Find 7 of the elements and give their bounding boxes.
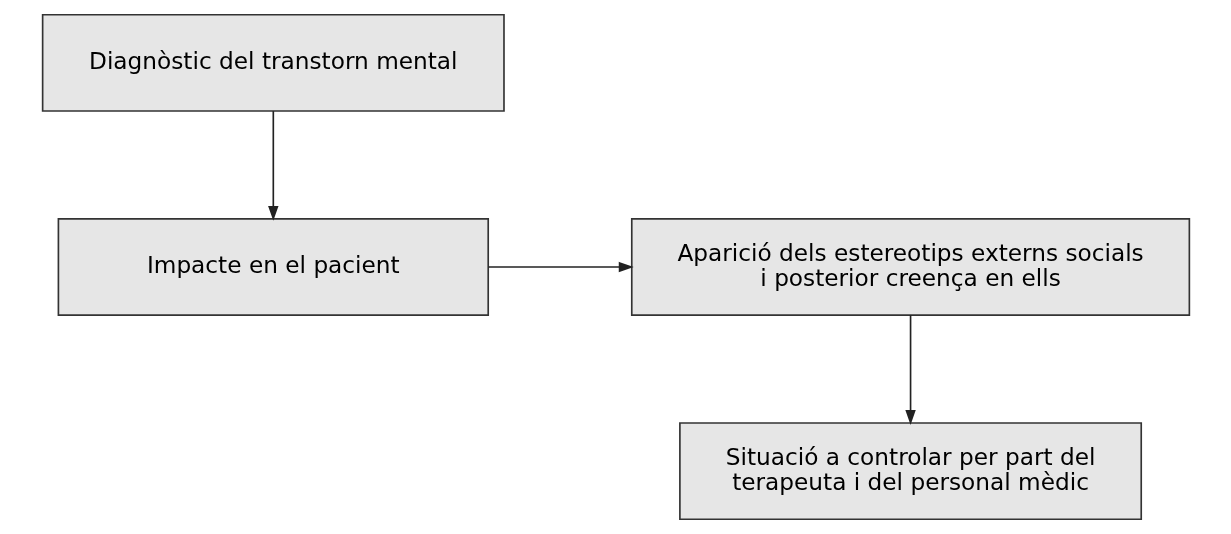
arrow bbox=[267, 110, 279, 221]
arrow bbox=[904, 314, 916, 425]
arrow bbox=[487, 261, 634, 273]
node-box: Aparició dels estereotips externs socials i posterior creença en ells bbox=[630, 218, 1190, 316]
node-box: Diagnòstic del transtorn mental bbox=[41, 13, 505, 112]
node-box: Impacte en el pacient bbox=[57, 218, 489, 316]
node-box: Situació a controlar per part del terapeuta i del personal mèdic bbox=[678, 422, 1142, 521]
